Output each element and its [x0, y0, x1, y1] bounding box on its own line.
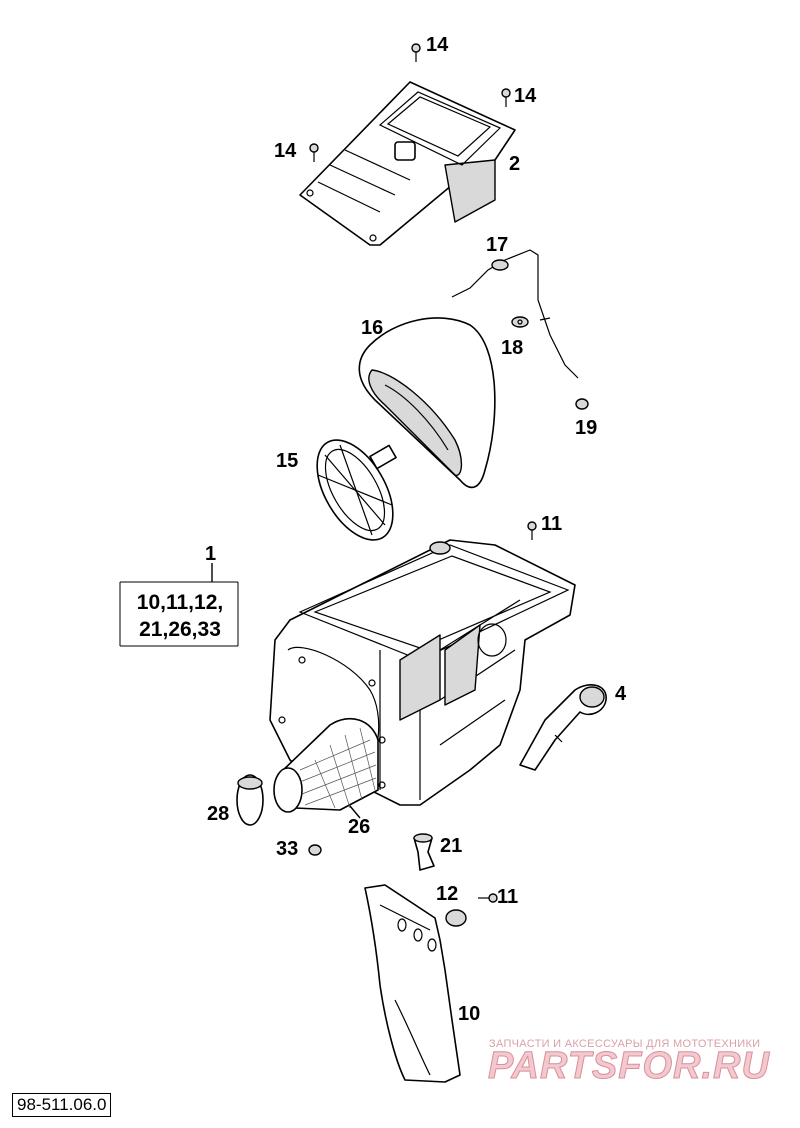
- screw-11-lower-icon: [478, 893, 498, 903]
- nut-19-icon: [575, 398, 589, 410]
- part-intake-boot: [273, 717, 379, 813]
- callout-11-top: 11: [541, 513, 562, 535]
- screw-14-right-icon: [501, 88, 511, 107]
- callout-14-left: 14: [274, 140, 297, 162]
- watermark-tagline: ЗАПЧАСТИ И АКСЕССУАРЫ ДЛЯ МОТОТЕХНИКИ: [489, 1038, 760, 1050]
- watermark: ЗАПЧАСТИ И АКСЕССУАРЫ ДЛЯ МОТОТЕХНИКИ PA…: [488, 1038, 770, 1088]
- part-mud-flap: [364, 884, 461, 1083]
- callout-2: 2: [509, 153, 520, 175]
- part-drain-plug-21: [413, 833, 435, 871]
- callout-15: 15: [276, 450, 298, 472]
- drawing-number-label: 98-511.06.0: [12, 1093, 112, 1117]
- callout-14-top: 14: [426, 34, 449, 56]
- kit-contents-box: 10,11,12, 21,26,33: [119, 563, 239, 647]
- callout-11-lower: 11: [497, 886, 518, 908]
- callout-labels: 14 14 14 2 17 16 18 19 15 11 1 4 28 26 3…: [205, 34, 627, 1025]
- callout-4: 4: [615, 683, 627, 705]
- screw-11-top-icon: [527, 521, 537, 540]
- part-airbox-lid: [299, 81, 516, 246]
- callout-16: 16: [361, 317, 383, 339]
- part-filter-cage: [316, 439, 397, 541]
- part-breather-tube: [519, 684, 607, 771]
- washer-18-icon: [511, 316, 529, 328]
- kit-contents-line-2: 21,26,33: [139, 618, 221, 641]
- grommet-12-icon: [445, 909, 467, 927]
- callout-14-right: 14: [514, 85, 537, 107]
- callout-21: 21: [440, 835, 462, 857]
- watermark-brand: PARTSFOR.RU: [488, 1045, 770, 1087]
- screw-14-top-icon: [411, 43, 421, 62]
- part-clamp-28: [236, 774, 264, 826]
- callout-33: 33: [276, 838, 298, 860]
- kit-contents-line-1: 10,11,12,: [137, 591, 223, 614]
- screw-14-left-icon: [309, 143, 319, 162]
- leader-lines: [349, 805, 361, 819]
- callout-1: 1: [205, 543, 216, 565]
- callout-28: 28: [207, 803, 229, 825]
- callout-26: 26: [348, 816, 370, 838]
- callout-19: 19: [575, 417, 597, 439]
- nut-33-icon: [308, 844, 322, 856]
- part-air-filter: [358, 317, 496, 489]
- callout-18: 18: [501, 337, 523, 359]
- callout-17: 17: [486, 234, 508, 256]
- callout-12: 12: [436, 883, 458, 905]
- part-filter-holder-wire: [451, 249, 579, 379]
- callout-10: 10: [458, 1003, 480, 1025]
